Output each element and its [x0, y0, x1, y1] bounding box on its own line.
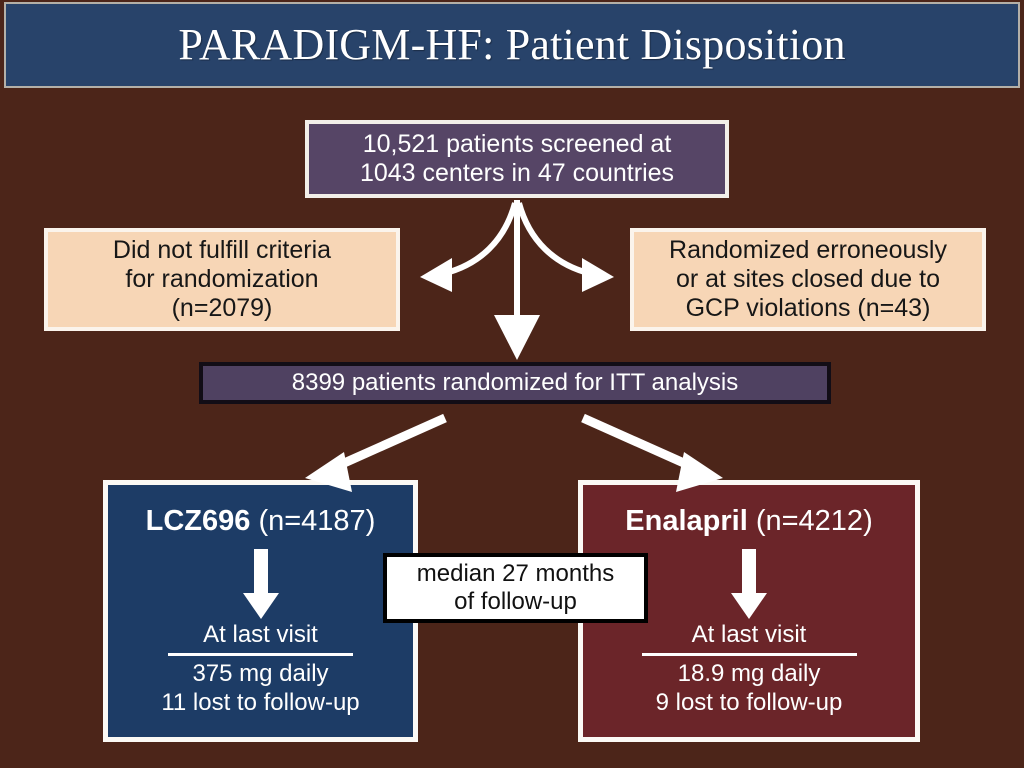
- arm-lcz696-title: LCZ696 (n=4187): [146, 505, 376, 539]
- screened-line-2: 1043 centers in 47 countries: [359, 159, 675, 187]
- arrow-screened-to-excluded-left: [420, 202, 518, 292]
- arm-lcz696-last-visit: At last visit: [203, 620, 318, 648]
- arm-enalapril-drug: Enalapril: [625, 505, 748, 537]
- arm-enalapril-lost: 9 lost to follow-up: [655, 689, 843, 717]
- node-arm-lcz696: LCZ696 (n=4187) At last visit 375 mg dai…: [103, 480, 418, 742]
- excluded-right-line-2: or at sites closed due to: [675, 265, 941, 293]
- node-excluded-randomized-erroneously: Randomized erroneously or at sites close…: [630, 228, 986, 331]
- median-followup-line-2: of follow-up: [454, 588, 577, 615]
- down-arrow-icon: [731, 548, 767, 619]
- arm-enalapril-dose: 18.9 mg daily: [677, 660, 821, 688]
- arrow-screened-to-itt: [494, 200, 540, 360]
- arm-lcz696-dose: 375 mg daily: [192, 660, 329, 688]
- slide-title-bar: PARADIGM-HF: Patient Disposition: [4, 2, 1020, 88]
- median-followup-line-1: median 27 months: [416, 560, 615, 588]
- arrow-screened-to-excluded-right: [516, 202, 614, 292]
- node-arm-enalapril: Enalapril (n=4212) At last visit 18.9 mg…: [578, 480, 920, 742]
- excluded-left-line-2: for randomization: [125, 265, 319, 293]
- callout-median-followup: median 27 months of follow-up: [383, 553, 648, 623]
- arm-lcz696-divider: [168, 653, 353, 657]
- arm-enalapril-divider: [641, 653, 857, 657]
- arm-lcz696-n: (n=4187): [258, 505, 376, 537]
- arm-lcz696-lost: 11 lost to follow-up: [161, 689, 360, 717]
- arm-enalapril-n: (n=4212): [755, 505, 873, 537]
- arm-enalapril-last-visit: At last visit: [691, 620, 807, 648]
- page-title: PARADIGM-HF: Patient Disposition: [178, 20, 846, 69]
- excluded-left-line-1: Did not fulfill criteria: [112, 236, 332, 264]
- itt-label: 8399 patients randomized for ITT analysi…: [291, 369, 739, 397]
- excluded-left-line-3: (n=2079): [171, 294, 273, 322]
- arm-enalapril-title: Enalapril (n=4212): [625, 505, 872, 539]
- arm-lcz696-drug: LCZ696: [145, 505, 251, 537]
- excluded-right-line-1: Randomized erroneously: [669, 236, 947, 264]
- node-patients-screened: 10,521 patients screened at 1043 centers…: [305, 120, 729, 198]
- down-arrow-icon: [242, 548, 279, 619]
- excluded-right-line-3: GCP violations (n=43): [685, 294, 931, 322]
- node-itt-randomized: 8399 patients randomized for ITT analysi…: [199, 362, 831, 404]
- screened-line-1: 10,521 patients screened at: [362, 130, 672, 158]
- node-excluded-not-fulfill-criteria: Did not fulfill criteria for randomizati…: [44, 228, 400, 331]
